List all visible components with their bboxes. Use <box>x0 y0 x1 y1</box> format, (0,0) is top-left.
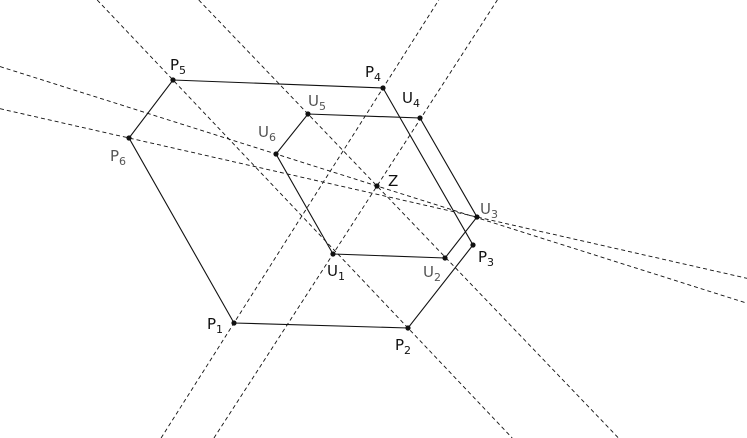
label-p4: P4 <box>365 63 381 84</box>
points <box>126 77 480 331</box>
dashed-line-p1-p4 <box>160 0 440 438</box>
dashed-line-p5-p2 <box>96 0 513 438</box>
point-p2 <box>405 325 411 331</box>
label-p6: P6 <box>110 147 126 168</box>
polygons <box>128 79 478 329</box>
point-u1 <box>330 251 336 257</box>
label-u4: U4 <box>402 89 420 110</box>
point-p6 <box>126 135 132 141</box>
label-u3: U3 <box>480 200 498 221</box>
point-u6 <box>273 151 279 157</box>
label-p2: P2 <box>395 336 411 357</box>
dashed-line-u1-z <box>213 0 498 438</box>
point-u3 <box>474 214 480 220</box>
point-p4 <box>380 85 386 91</box>
label-p5: P5 <box>170 56 186 77</box>
label-u2: U2 <box>423 263 441 284</box>
point-u5 <box>305 111 311 117</box>
point-u2 <box>442 255 448 261</box>
dashed-line-p6-u3 <box>0 108 747 279</box>
point-z <box>374 183 380 189</box>
point-u4 <box>417 115 423 121</box>
point-p3 <box>470 242 476 248</box>
label-u5: U5 <box>308 92 326 113</box>
dashed-line-u6-z <box>0 66 747 304</box>
label-z: Z <box>388 172 398 190</box>
point-p5 <box>170 77 176 83</box>
label-u6: U6 <box>258 123 276 144</box>
label-p1: P1 <box>207 315 223 336</box>
dashed-line-z-u5 <box>198 0 619 438</box>
label-p3: P3 <box>478 248 494 269</box>
point-p1 <box>231 320 237 326</box>
label-u1: U1 <box>327 262 345 283</box>
